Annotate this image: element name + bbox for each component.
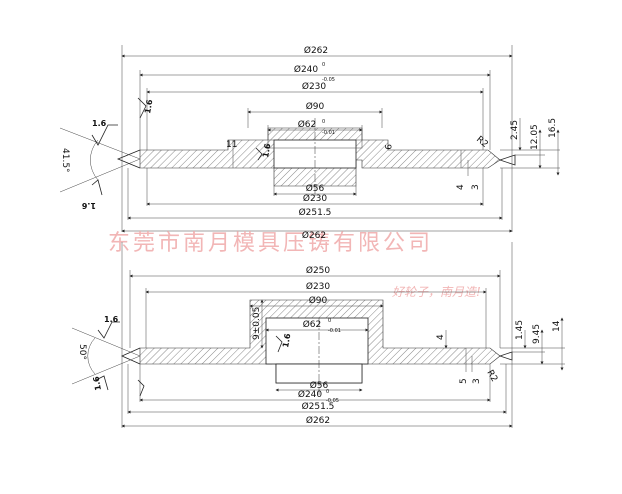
watermark-company: 东莞市南月模具压铸有限公司	[108, 231, 433, 256]
bottom-dim-d62-tol-low: -0.01	[328, 328, 341, 334]
top-dim-4: 4	[456, 184, 466, 190]
top-dim-d240-tol-up: 0	[322, 62, 325, 68]
top-roughness-3: 1.6	[143, 98, 154, 114]
top-roughness-2: 1.6	[81, 201, 96, 210]
bottom-dim-d262: Ø262	[306, 415, 330, 426]
bottom-dim-5: 5	[459, 378, 469, 384]
top-roughness-4: 1.6	[261, 142, 272, 158]
bottom-dim-d90: Ø90	[309, 295, 328, 306]
top-dim-d90: Ø90	[306, 101, 325, 112]
bottom-dim-h14: 14	[552, 320, 562, 332]
bottom-roughness-symbol-4	[137, 379, 145, 397]
top-dim-r2: R2	[474, 135, 490, 150]
bottom-dim-d262-top: Ø262	[302, 230, 326, 241]
top-dim-d262: Ø262	[304, 45, 328, 56]
top-dim-d240: Ø240	[294, 64, 319, 75]
bottom-dim-d240-tol-low: -0.05	[326, 398, 339, 404]
bottom-dim-d230: Ø230	[306, 281, 331, 292]
bottom-dim-d240: Ø240	[298, 389, 323, 400]
top-roughness-symbol-3	[137, 97, 147, 119]
top-dim-d56: Ø56	[306, 183, 325, 194]
bottom-right-tip	[498, 351, 513, 361]
bottom-roughness-symbol-2	[95, 375, 109, 391]
top-dim-h165: 16.5	[548, 118, 558, 138]
bottom-dim-4: 4	[436, 334, 446, 340]
bottom-dim-d62-tol-up: 0	[328, 318, 331, 324]
top-dim-11: 11	[226, 140, 237, 150]
top-roughness-symbol-2	[91, 179, 103, 196]
bottom-dim-d62: Ø62	[303, 319, 322, 330]
bottom-dim-d240-tol-up: 0	[326, 389, 329, 395]
top-dim-d240-tol-low: -0.05	[322, 77, 335, 83]
top-dim-d62-tol-up: 0	[322, 119, 325, 125]
bottom-dim-d250: Ø250	[306, 265, 331, 276]
bottom-dim-3: 3	[472, 378, 482, 384]
top-roughness-symbol-1	[91, 124, 118, 146]
top-dim-angle: 41.5°	[60, 148, 70, 173]
bottom-roughness-3: 1.6	[281, 332, 292, 348]
bottom-dim-angle: 50°	[77, 344, 87, 360]
bottom-section-view: Ø262 Ø250 Ø230 Ø90 Ø62 0 -0.01 Ø56	[71, 230, 565, 428]
bottom-roughness-1: 1.6	[104, 315, 119, 324]
top-dim-d2515: Ø251.5	[299, 207, 332, 218]
top-dim-d230: Ø230	[302, 81, 327, 92]
top-dim-d230-bottom: Ø230	[303, 193, 328, 204]
top-section-view: Ø262 Ø240 0 -0.05 Ø230 Ø90 Ø62 0 -0.01 Ø…	[59, 45, 560, 233]
top-left-tip	[116, 149, 141, 169]
bottom-dim-d2515: Ø251.5	[302, 401, 335, 412]
top-dim-3: 3	[471, 184, 481, 190]
top-dim-h245: 2.45	[510, 120, 520, 140]
top-roughness-symbol-4	[255, 147, 263, 161]
top-right-tip	[498, 154, 516, 166]
bottom-dim-r2: R2	[484, 369, 499, 384]
bottom-left-tip	[121, 347, 141, 365]
bottom-roughness-symbol-1	[97, 321, 120, 339]
bottom-dim-h145: 1.45	[515, 320, 525, 340]
top-dim-9: 9	[382, 144, 392, 150]
bottom-bore	[265, 317, 369, 365]
top-dim-d62-tol-low: -0.01	[322, 130, 335, 136]
bottom-dim-h945: 9.45	[532, 324, 542, 344]
bottom-dim-d56: Ø56	[310, 380, 329, 391]
bottom-roughness-2: 1.6	[92, 375, 103, 391]
top-roughness-1: 1.6	[92, 119, 107, 128]
top-dim-d62: Ø62	[298, 119, 317, 130]
bottom-dim-h9: 9±0.05	[252, 307, 262, 340]
bottom-roughness-symbol-3	[275, 335, 283, 353]
top-dim-h1205: 12.05	[530, 124, 540, 150]
